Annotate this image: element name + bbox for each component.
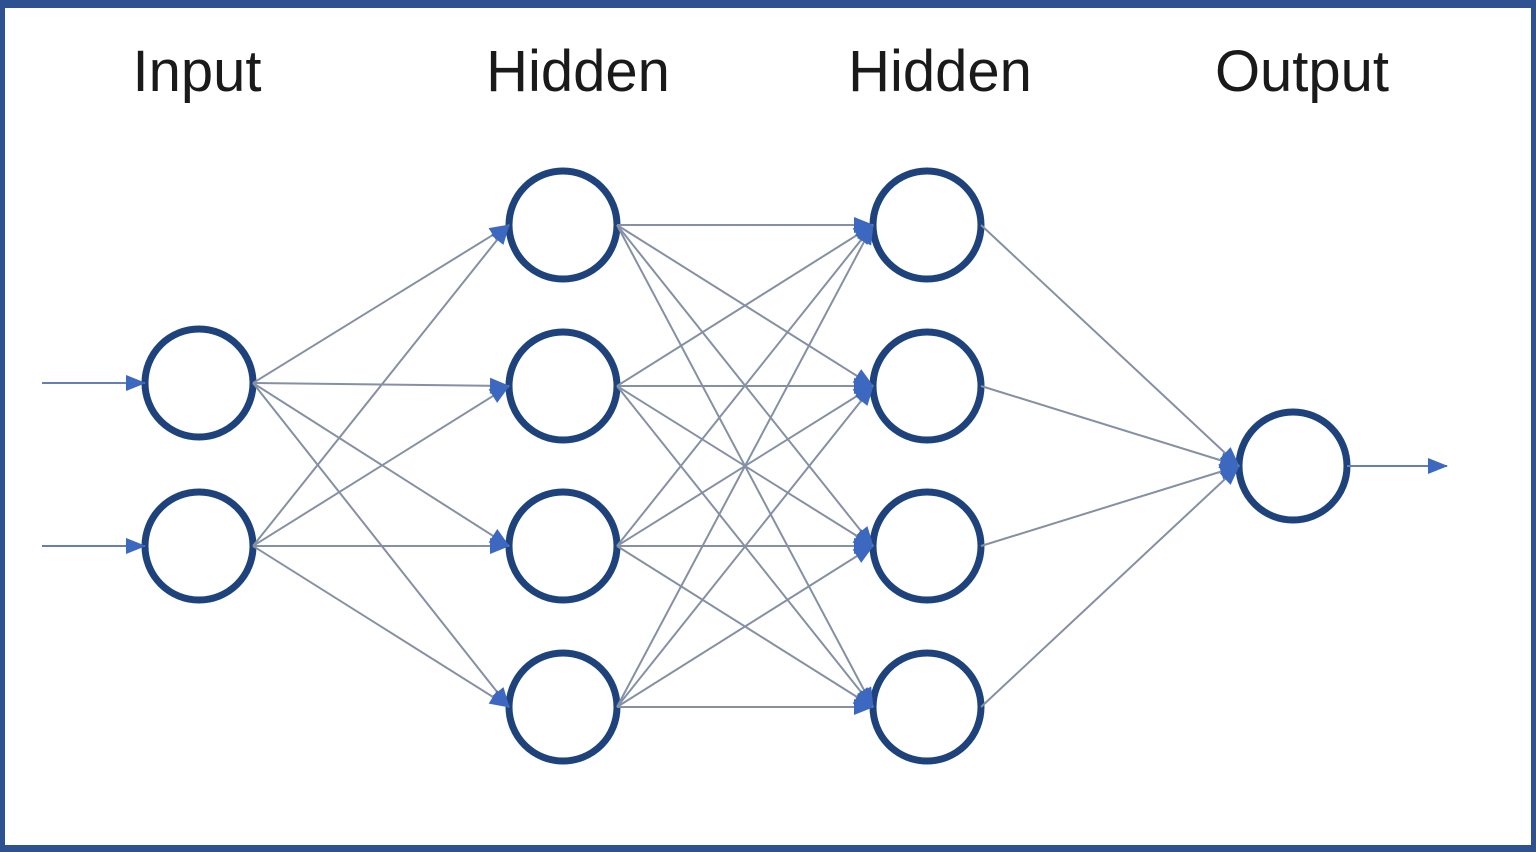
layer-label-output: Output <box>1214 39 1390 104</box>
input-node-2 <box>141 488 257 604</box>
connection-hidden-2-to-output <box>980 385 1240 469</box>
connection-input-to-hidden-1 <box>252 224 510 547</box>
output-node-1 <box>1235 408 1351 524</box>
connection-hidden-2-to-output <box>980 224 1240 467</box>
hidden-2-node-1 <box>869 167 985 283</box>
layer-label-input: Input <box>132 39 262 104</box>
hidden-2-node-3 <box>869 488 985 604</box>
connection-input-to-hidden-1 <box>252 385 510 547</box>
layer-label-hidden-2: Hidden <box>848 39 1032 104</box>
connection-hidden-1-to-hidden-2 <box>616 545 874 708</box>
connection-input-to-hidden-1 <box>252 382 510 547</box>
hidden-1-node-1 <box>505 167 621 283</box>
edges-group <box>42 217 1448 715</box>
connection-hidden-2-to-output <box>980 465 1240 708</box>
connection-hidden-1-to-hidden-2 <box>616 224 874 387</box>
connection-hidden-1-to-hidden-2 <box>616 385 874 708</box>
connection-hidden-2-to-output <box>980 463 1240 547</box>
layer-label-hidden-1: Hidden <box>486 39 670 104</box>
hidden-1-node-4 <box>505 649 621 765</box>
connection-hidden-1-to-hidden-2 <box>616 224 874 708</box>
hidden-2-node-4 <box>869 649 985 765</box>
input-node-1 <box>141 325 257 441</box>
connection-input-to-hidden-1 <box>252 224 510 384</box>
connection-hidden-1-to-hidden-2 <box>616 224 874 547</box>
connection-input-to-hidden-1 <box>252 545 510 708</box>
hidden-1-node-2 <box>505 328 621 444</box>
hidden-1-node-3 <box>505 488 621 604</box>
hidden-2-node-2 <box>869 328 985 444</box>
